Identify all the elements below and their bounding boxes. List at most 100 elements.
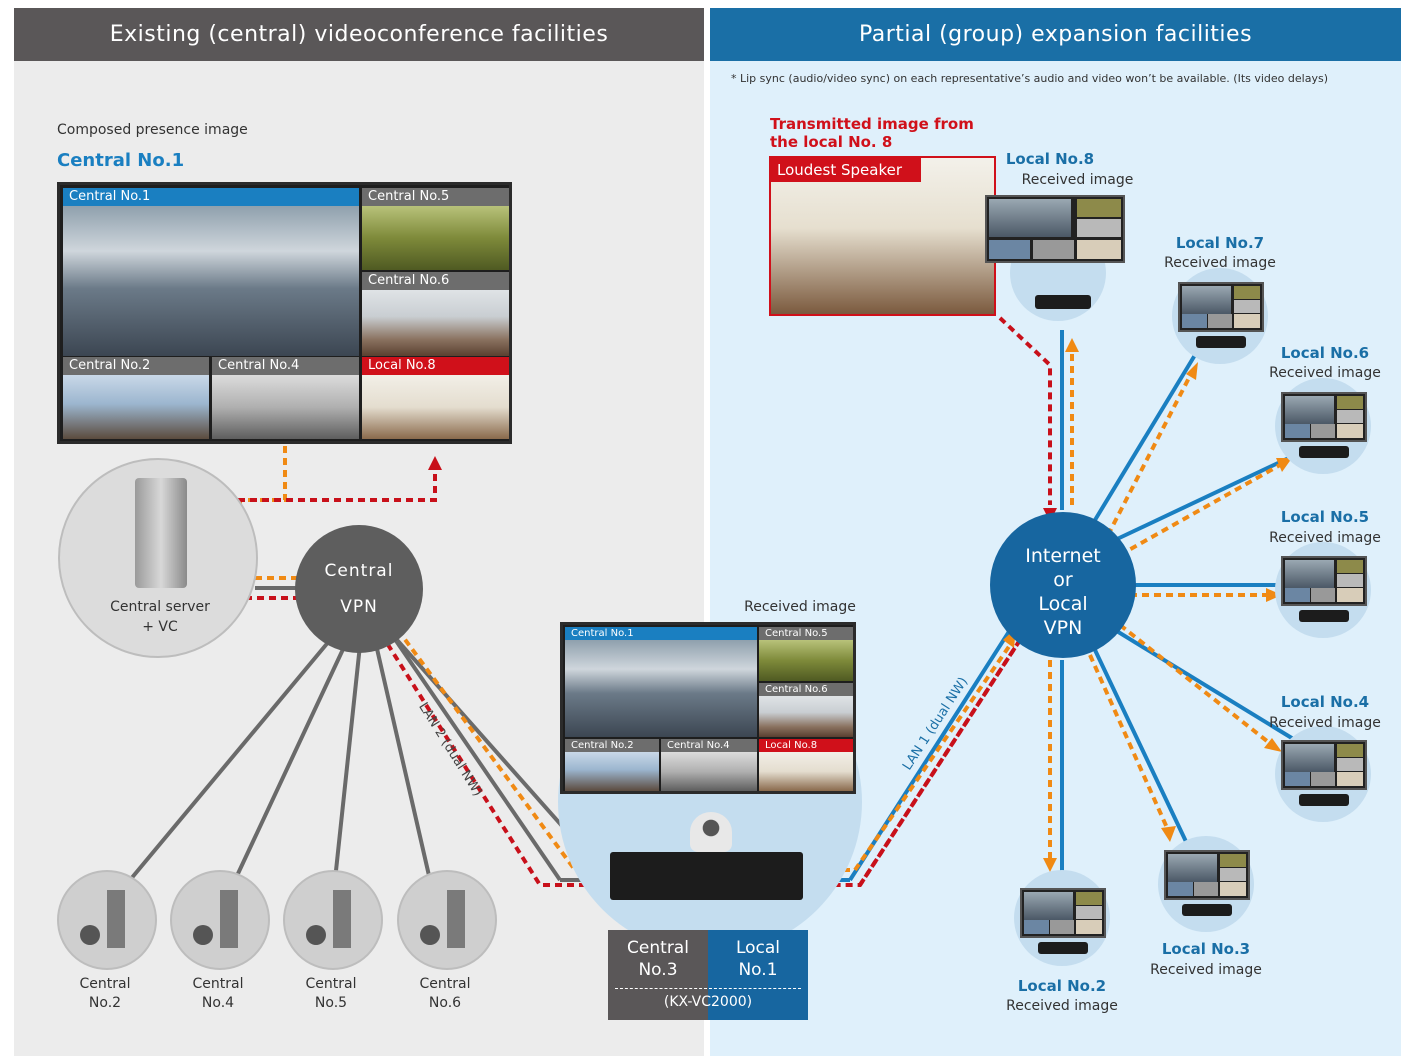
tile: Central No.6 xyxy=(362,272,509,356)
received-mini-screen xyxy=(1178,282,1264,332)
tile-label: Central No.6 xyxy=(759,683,853,696)
central-vpn-label-2: VPN xyxy=(340,597,378,617)
central-screen-title: Central No.1 xyxy=(57,150,185,171)
central-vpn-node xyxy=(295,525,423,653)
tile-label: Central No.6 xyxy=(362,272,509,290)
transmitted-caption-2: the local No. 8 xyxy=(770,133,893,151)
server-icon xyxy=(220,890,238,948)
tile: Local No.8 xyxy=(362,357,509,439)
local-name: Local No.8 xyxy=(1005,150,1095,168)
server-icon xyxy=(447,890,465,948)
local-sub: Received image xyxy=(1269,530,1381,546)
codec-icon xyxy=(1196,336,1246,348)
camera-icon xyxy=(80,925,100,945)
local-name: Local No.5 xyxy=(1280,508,1370,526)
tile: Central No.5 xyxy=(362,188,509,270)
room-image xyxy=(362,206,509,270)
camera-icon xyxy=(193,925,213,945)
kx-divider xyxy=(615,988,801,989)
local-name: Local No.4 xyxy=(1280,693,1370,711)
kx-left-line1: Central xyxy=(627,938,689,958)
received-mini-screen xyxy=(1281,556,1367,606)
tile-label: Central No.4 xyxy=(212,357,359,375)
site-label-2: No.5 xyxy=(314,995,348,1011)
site-label: Central xyxy=(192,976,244,992)
auditorium-image xyxy=(63,206,359,356)
tile: Central No.2 xyxy=(565,739,659,791)
tile: Central No.2 xyxy=(63,357,209,439)
local-sub: Received image xyxy=(1269,365,1381,381)
tile-label: Central No.1 xyxy=(63,188,359,206)
local-sub: Received image xyxy=(1269,715,1381,731)
received-mini-screen xyxy=(1281,392,1367,442)
loudest-speaker-badge: Loudest Speaker xyxy=(771,158,921,182)
tile: Central No.6 xyxy=(759,683,853,737)
ptz-camera-icon xyxy=(690,812,732,852)
local-name: Local No.6 xyxy=(1280,344,1370,362)
room-image xyxy=(565,752,659,791)
tile-label: Central No.2 xyxy=(63,357,209,375)
existing-facilities-header: Existing (central) videoconference facil… xyxy=(14,8,704,61)
central-server-label: Central server xyxy=(110,599,210,615)
local-sub: Received image xyxy=(1021,172,1134,188)
room-image xyxy=(759,752,853,791)
central-vpn-label: Central xyxy=(324,561,394,581)
local-name: Local No.2 xyxy=(1017,977,1107,995)
room-image xyxy=(63,375,209,439)
composed-presence-caption: Composed presence image xyxy=(57,122,248,138)
kx-model-label: (KX-VC2000) xyxy=(663,994,753,1010)
tile-main: Central No.1 xyxy=(63,188,359,356)
internet-vpn-node xyxy=(990,512,1136,658)
tile-label: Central No.2 xyxy=(565,739,659,752)
kx-left-line2: No.3 xyxy=(638,960,678,980)
kx-box-left xyxy=(608,930,708,1020)
local-sub: Received image xyxy=(1150,962,1262,978)
expansion-facilities-header: Partial (group) expansion facilities xyxy=(710,8,1401,61)
room-image xyxy=(661,752,757,791)
local-name: Local No.7 xyxy=(1175,234,1265,252)
tile-label: Central No.1 xyxy=(565,627,757,640)
tile-label: Central No.4 xyxy=(661,739,757,752)
kx-right-line1: Local xyxy=(735,938,781,958)
center-received-screen: Central No.1 Central No.5 Central No.6 C… xyxy=(560,622,856,794)
tile: Central No.4 xyxy=(661,739,757,791)
server-icon xyxy=(135,478,187,588)
codec-icon xyxy=(1038,942,1088,954)
site-label: Central xyxy=(79,976,131,992)
tile-label: Central No.5 xyxy=(759,627,853,640)
room-image xyxy=(362,375,509,439)
internet-vpn-line4: VPN xyxy=(1043,617,1083,639)
tile-label: Central No.5 xyxy=(362,188,509,206)
codec-icon xyxy=(1299,446,1349,458)
tile: Central No.5 xyxy=(759,627,853,681)
server-icon xyxy=(333,890,351,948)
codec-icon xyxy=(1299,610,1349,622)
tile-label: Local No.8 xyxy=(362,357,509,375)
local-name: Local No.3 xyxy=(1161,940,1251,958)
central-composed-screen: Central No.1 Central No.5 Central No.6 C… xyxy=(57,182,512,444)
tile: Local No.8 xyxy=(759,739,853,791)
lip-sync-note: * Lip sync (audio/video sync) on each re… xyxy=(731,72,1328,85)
internet-vpn-line1: Internet xyxy=(1025,545,1101,567)
tile-label: Local No.8 xyxy=(759,739,853,752)
tile-main: Central No.1 xyxy=(565,627,757,737)
room-image xyxy=(759,696,853,737)
received-mini-screen xyxy=(1281,740,1367,790)
central-server-label-2: + VC xyxy=(142,619,178,635)
camera-icon xyxy=(306,925,326,945)
tile: Central No.4 xyxy=(212,357,359,439)
room-image xyxy=(362,290,509,356)
room-image xyxy=(212,375,359,439)
site-label-2: No.4 xyxy=(201,995,235,1011)
kx-box-right xyxy=(708,930,808,1020)
received-mini-screen xyxy=(985,195,1125,263)
internet-vpn-line3: Local xyxy=(1038,593,1088,615)
camera-icon xyxy=(420,925,440,945)
transmitted-image xyxy=(769,156,996,316)
site-label: Central xyxy=(419,976,471,992)
received-mini-screen xyxy=(1164,850,1250,900)
local-sub: Received image xyxy=(1006,998,1118,1014)
site-label-2: No.6 xyxy=(428,995,462,1011)
auditorium-image xyxy=(565,640,757,737)
transmitted-caption-1: Transmitted image from xyxy=(770,115,974,133)
